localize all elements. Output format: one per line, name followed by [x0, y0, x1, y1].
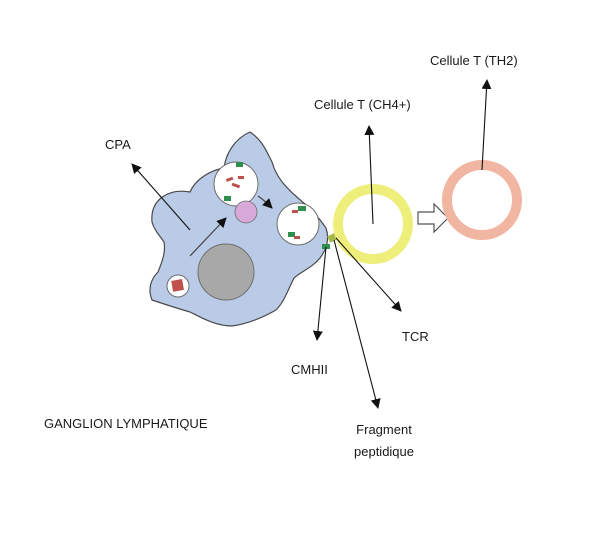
peptide-fragment: [292, 210, 298, 213]
label-fragment-peptidique: Fragment peptidique: [346, 422, 422, 460]
nucleus: [197, 243, 255, 301]
label-cpa: CPA: [105, 137, 131, 152]
arrow-fragment: [333, 239, 381, 409]
label-fragment-line1: Fragment: [356, 422, 412, 437]
label-cell-t-th2: Cellule T (TH2): [430, 53, 518, 68]
mhc-molecule: [236, 162, 243, 167]
t-cell-th2: [442, 160, 522, 240]
internal-arrow: [189, 217, 227, 257]
label-fragment-line2: peptidique: [354, 444, 414, 459]
arrow-tcr: [335, 237, 402, 312]
peptide-fragment: [231, 182, 241, 189]
peptide-fragment: [238, 176, 244, 179]
arrow-ch4: [364, 125, 375, 225]
mhc-molecule: [224, 196, 231, 201]
mhc-molecule: [288, 232, 295, 237]
label-ganglion: GANGLION LYMPHATIQUE: [44, 416, 208, 431]
arrow-th2: [481, 79, 492, 171]
apc-cell: [149, 131, 329, 327]
peptide-fragment: [294, 236, 300, 239]
antigen-cube: [171, 279, 184, 292]
label-cmhii: CMHII: [291, 362, 328, 377]
endosome-right: [276, 202, 320, 246]
differentiation-arrow: [417, 202, 449, 234]
arrow-cmhii: [312, 246, 327, 341]
label-tcr: TCR: [402, 329, 429, 344]
internal-curve-arrow: [257, 195, 273, 209]
vesicle-pink: [234, 200, 258, 224]
mhc-membrane: [322, 244, 330, 249]
label-cell-t-ch4: Cellule T (CH4+): [314, 97, 411, 112]
peptide-fragment: [225, 176, 234, 182]
mhc-molecule: [298, 206, 306, 211]
arrow-cpa: [131, 163, 191, 231]
